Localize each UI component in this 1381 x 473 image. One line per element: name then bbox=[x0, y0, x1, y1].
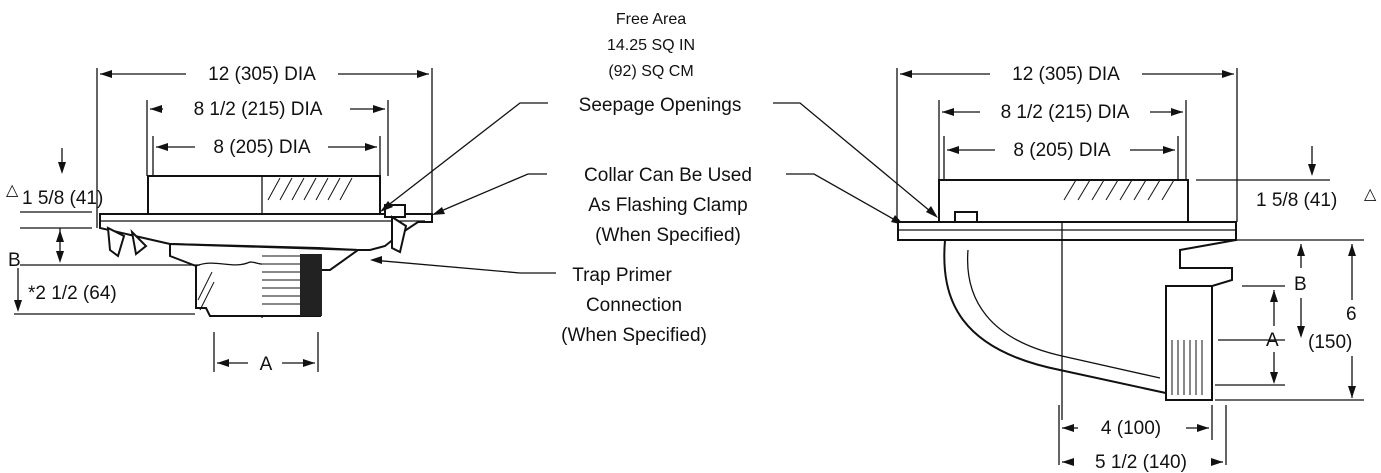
right-4-label: 4 (100) bbox=[1101, 418, 1161, 439]
right-drain-view: 12 (305) DIA 8 1/2 (215) DIA 8 (205) DIA… bbox=[896, 64, 1377, 473]
collar-line1: Collar Can Be Used bbox=[584, 165, 752, 186]
right-b-label: B bbox=[1294, 274, 1307, 295]
left-a-label: A bbox=[260, 354, 273, 375]
left-height-label: 1 5/8 (41) bbox=[22, 188, 103, 209]
callouts: Free Area 14.25 SQ IN (92) SQ CM Seepage… bbox=[370, 11, 938, 346]
trap-line1: Trap Primer bbox=[572, 265, 672, 286]
right-triangle-mark: △ bbox=[1364, 186, 1377, 203]
free-area-line3: (92) SQ CM bbox=[608, 63, 693, 80]
left-b-label: B bbox=[8, 250, 21, 271]
trap-line3: (When Specified) bbox=[561, 325, 707, 346]
free-area-line1: Free Area bbox=[616, 11, 686, 28]
left-drain-view: 12 (305) DIA 8 1/2 (215) DIA 8 (205) DIA… bbox=[6, 64, 433, 375]
right-dia-12-label: 12 (305) DIA bbox=[1012, 64, 1120, 85]
right-150-label: (150) bbox=[1308, 332, 1352, 353]
left-dia-12-label: 12 (305) DIA bbox=[208, 64, 316, 85]
left-triangle-mark: △ bbox=[6, 182, 19, 199]
left-2-half-label: *2 1/2 (64) bbox=[28, 283, 117, 304]
right-height-label: 1 5/8 (41) bbox=[1256, 190, 1337, 211]
right-dia-8-half-label: 8 1/2 (215) DIA bbox=[1001, 102, 1130, 123]
seepage-openings-label: Seepage Openings bbox=[579, 95, 742, 116]
trap-line2: Connection bbox=[586, 295, 682, 316]
left-dia-8-label: 8 (205) DIA bbox=[213, 137, 310, 158]
collar-line3: (When Specified) bbox=[595, 225, 741, 246]
free-area-line2: 14.25 SQ IN bbox=[607, 37, 695, 54]
left-dia-8-half-label: 8 1/2 (215) DIA bbox=[194, 99, 323, 120]
right-5-half-label: 5 1/2 (140) bbox=[1095, 452, 1187, 473]
collar-line2: As Flashing Clamp bbox=[588, 195, 747, 216]
right-a-label: A bbox=[1266, 330, 1279, 351]
right-6-label: 6 bbox=[1346, 304, 1357, 325]
right-dia-8-label: 8 (205) DIA bbox=[1013, 140, 1110, 161]
